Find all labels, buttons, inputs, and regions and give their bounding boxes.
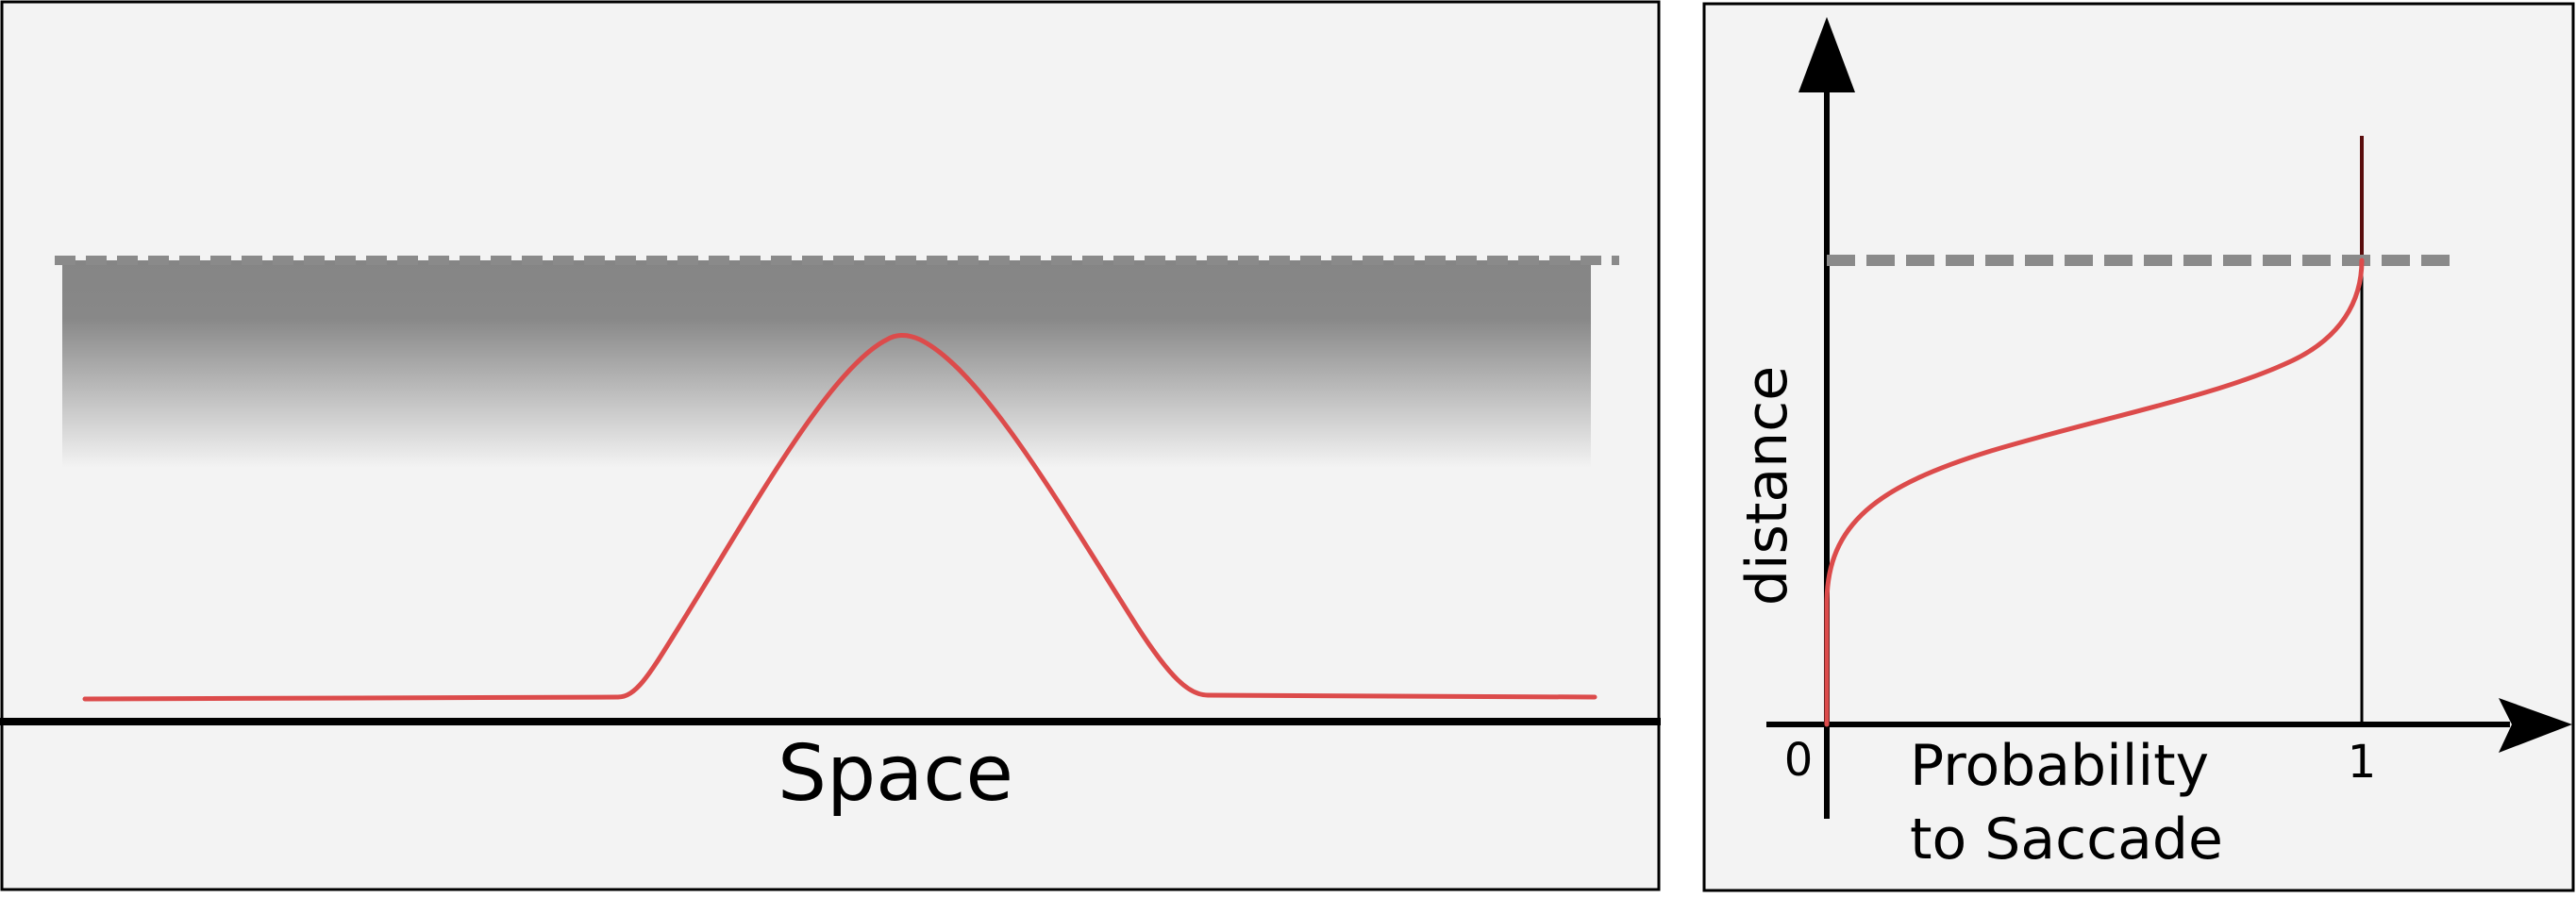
space-axis-label: Space xyxy=(778,729,1013,819)
right-panel: distance 0 1 Probability to Saccade xyxy=(1702,2,2575,892)
distance-gradient-band xyxy=(62,260,1591,468)
tick-label-zero: 0 xyxy=(1784,734,1814,787)
left-panel: Space xyxy=(0,0,1661,891)
y-axis-arrowhead xyxy=(1798,17,1855,92)
right-panel-frame xyxy=(1702,2,2575,892)
distance-axis-label: distance xyxy=(1734,366,1800,606)
x-axis-arrowhead xyxy=(2499,698,2572,753)
x-axis-label-line2: to Saccade xyxy=(1910,807,2223,873)
x-axis-label-line1: Probability xyxy=(1910,733,2209,799)
tick-label-one: 1 xyxy=(2348,736,2377,789)
activity-bump-curve xyxy=(82,333,1597,702)
saccade-probability-curve xyxy=(1824,258,2365,727)
